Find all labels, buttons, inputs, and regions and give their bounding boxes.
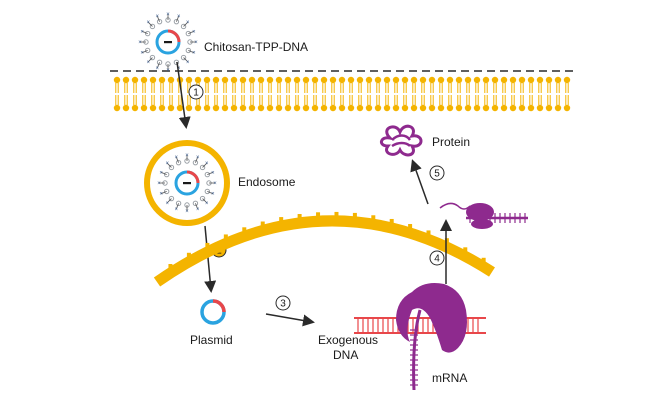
endosome: ××××××××××××××××: [144, 140, 230, 226]
svg-text:×: ×: [186, 20, 190, 26]
plasmid: [200, 299, 226, 325]
svg-text:3: 3: [280, 299, 286, 310]
svg-text:×: ×: [196, 155, 200, 161]
svg-text:×: ×: [185, 209, 189, 215]
step-4-marker: 4: [429, 250, 445, 266]
ribosome-translation: [439, 202, 528, 229]
protein: [380, 124, 423, 157]
svg-text:×: ×: [205, 201, 209, 207]
complex-label: Chitosan-TPP-DNA: [204, 40, 308, 54]
svg-text:×: ×: [159, 192, 163, 198]
svg-text:×: ×: [175, 155, 179, 161]
arrow-step-1: [176, 61, 191, 129]
svg-text:×: ×: [140, 51, 144, 57]
svg-text:×: ×: [192, 51, 196, 57]
svg-text:×: ×: [211, 170, 215, 176]
svg-text:×: ×: [177, 66, 181, 72]
svg-text:×: ×: [205, 161, 209, 167]
svg-text:×: ×: [194, 40, 198, 46]
svg-text:×: ×: [211, 192, 215, 198]
svg-text:×: ×: [165, 161, 169, 167]
lipid-bilayer: [113, 76, 571, 112]
svg-text:×: ×: [177, 14, 181, 20]
rna-polymerase: [396, 283, 467, 353]
svg-text:×: ×: [192, 29, 196, 35]
step-3-marker: 3: [275, 295, 291, 311]
nuclear-envelope: [153, 200, 495, 287]
svg-text:×: ×: [146, 60, 150, 66]
arrow-step-3: [265, 313, 315, 327]
chitosan-tpp-dna-complex: ××××××××××××××××: [138, 12, 198, 74]
svg-text:×: ×: [166, 68, 170, 74]
svg-text:×: ×: [140, 29, 144, 35]
svg-text:×: ×: [159, 170, 163, 176]
svg-text:×: ×: [185, 153, 189, 159]
svg-text:×: ×: [166, 12, 170, 18]
plasmid-label: Plasmid: [190, 333, 233, 347]
svg-text:1: 1: [193, 88, 199, 99]
step-1-marker: 1: [188, 84, 204, 100]
exogenous-dna-label-line1: Exogenous: [318, 333, 378, 347]
svg-text:×: ×: [165, 201, 169, 207]
arrow-step-2: [204, 225, 217, 293]
arrow-step-5: [410, 159, 429, 205]
mrna-label: mRNA: [432, 371, 467, 385]
svg-text:×: ×: [146, 20, 150, 26]
protein-label: Protein: [432, 135, 470, 149]
cell-membrane: [110, 70, 575, 112]
svg-text:×: ×: [186, 60, 190, 66]
mrna-strand: [410, 309, 422, 391]
svg-text:×: ×: [213, 181, 217, 187]
svg-text:×: ×: [156, 14, 160, 20]
svg-text:4: 4: [434, 254, 440, 265]
svg-text:5: 5: [434, 169, 440, 180]
endosome-complex: ××××××××××××××××: [157, 153, 217, 215]
svg-text:×: ×: [138, 40, 142, 46]
svg-text:×: ×: [157, 181, 161, 187]
step-5-marker: 5: [429, 165, 445, 181]
endosome-label: Endosome: [238, 175, 296, 189]
exogenous-dna-label-line2: DNA: [333, 348, 358, 362]
svg-text:×: ×: [156, 66, 160, 72]
svg-text:×: ×: [196, 207, 200, 213]
svg-text:×: ×: [175, 207, 179, 213]
